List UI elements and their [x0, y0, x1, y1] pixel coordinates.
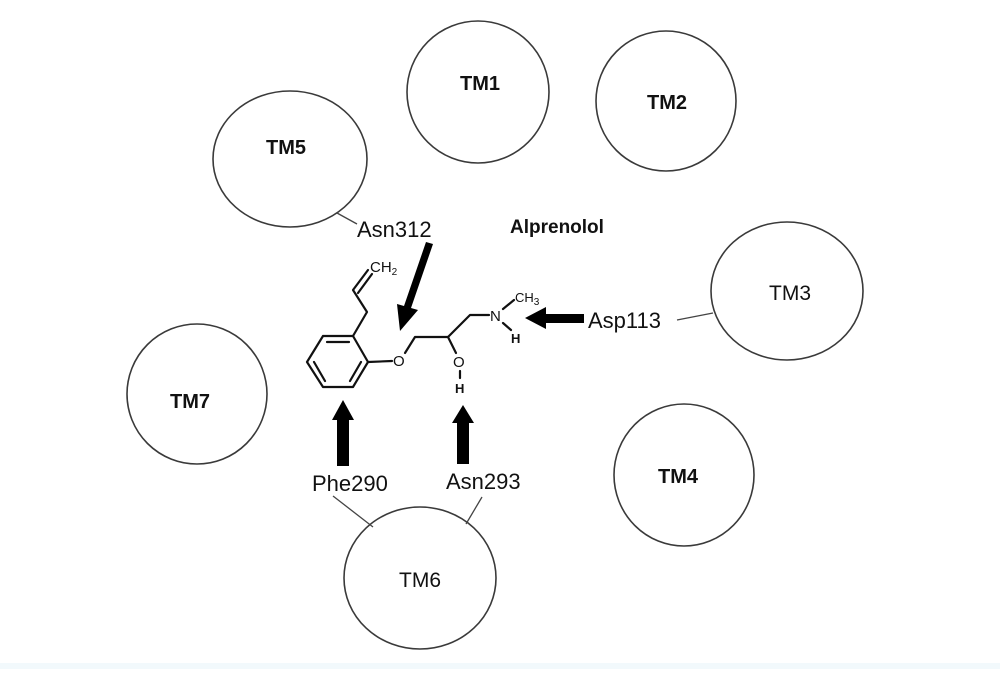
propanol-chain — [403, 313, 491, 355]
atom-o-ether: O — [393, 353, 405, 370]
residue-asn293-label: Asn293 — [446, 469, 521, 494]
residue-asp113-label: Asp113 — [588, 308, 661, 333]
residue-asn293: Asn293 — [446, 405, 521, 525]
helix-tm2-circle — [595, 30, 737, 172]
helix-tm2: TM2 — [595, 30, 737, 172]
asn293-interaction-arrow — [452, 405, 474, 464]
helix-tm6-label: TM6 — [399, 569, 441, 592]
alprenolol-structure: CH2 O O H N CH3 H — [305, 259, 540, 396]
helix-tm4-circle — [613, 403, 755, 547]
allyl-chain — [351, 268, 370, 338]
residue-phe290: Phe290 — [312, 400, 388, 528]
atom-h-amine: H — [511, 331, 520, 346]
residue-phe290-label: Phe290 — [312, 471, 388, 496]
bond-n-h — [501, 321, 513, 332]
bond-c-oh — [446, 335, 458, 355]
atom-ch2: CH2 — [370, 259, 398, 278]
ring-double-bond-right — [348, 360, 363, 383]
atom-ch3: CH3 — [515, 290, 540, 308]
helix-tm7-circle — [126, 323, 268, 465]
residue-asn312-label: Asn312 — [357, 217, 432, 242]
asp113-interaction-arrow — [525, 307, 584, 329]
residue-asp113: Asp113 — [525, 307, 714, 333]
phe290-connector — [332, 495, 374, 528]
atom-h-hydroxyl: H — [455, 381, 464, 396]
helix-tm6: TM6 — [343, 506, 497, 650]
helix-tm1-circle — [406, 20, 550, 164]
asn293-connector — [465, 496, 483, 525]
helix-tm6-circle — [343, 506, 497, 650]
ligand-name-label: Alprenolol — [510, 217, 604, 238]
helix-tm4: TM4 — [613, 403, 755, 547]
asn312-interaction-arrow — [397, 242, 433, 331]
bottom-edge-band — [0, 663, 1000, 669]
ring-double-bond-left — [312, 360, 327, 383]
allyl-double-bond — [356, 272, 374, 295]
helix-tm5-label: TM5 — [266, 137, 306, 159]
bond-n-ch3 — [501, 298, 516, 311]
helix-tm7-label: TM7 — [170, 391, 210, 413]
atom-o-hydroxyl: O — [453, 354, 465, 371]
helix-tm3-circle — [710, 221, 864, 361]
bond-ring-o — [366, 359, 394, 364]
helix-tm7: TM7 — [126, 323, 268, 465]
asp113-connector — [676, 312, 714, 321]
asn312-connector — [336, 212, 358, 225]
residue-asn312: Asn312 — [336, 212, 433, 331]
helix-tm4-label: TM4 — [658, 466, 699, 488]
helix-tm1: TM1 — [406, 20, 550, 164]
helix-tm3-label: TM3 — [769, 282, 811, 305]
helix-tm5-circle — [212, 90, 368, 228]
helix-tm1-label: TM1 — [460, 73, 500, 95]
atom-n: N — [490, 308, 501, 325]
helix-tm5: TM5 — [212, 90, 368, 228]
helix-tm2-label: TM2 — [647, 92, 687, 114]
benzene-ring — [305, 334, 370, 389]
helix-tm3: TM3 — [710, 221, 864, 361]
phe290-interaction-arrow — [332, 400, 354, 466]
